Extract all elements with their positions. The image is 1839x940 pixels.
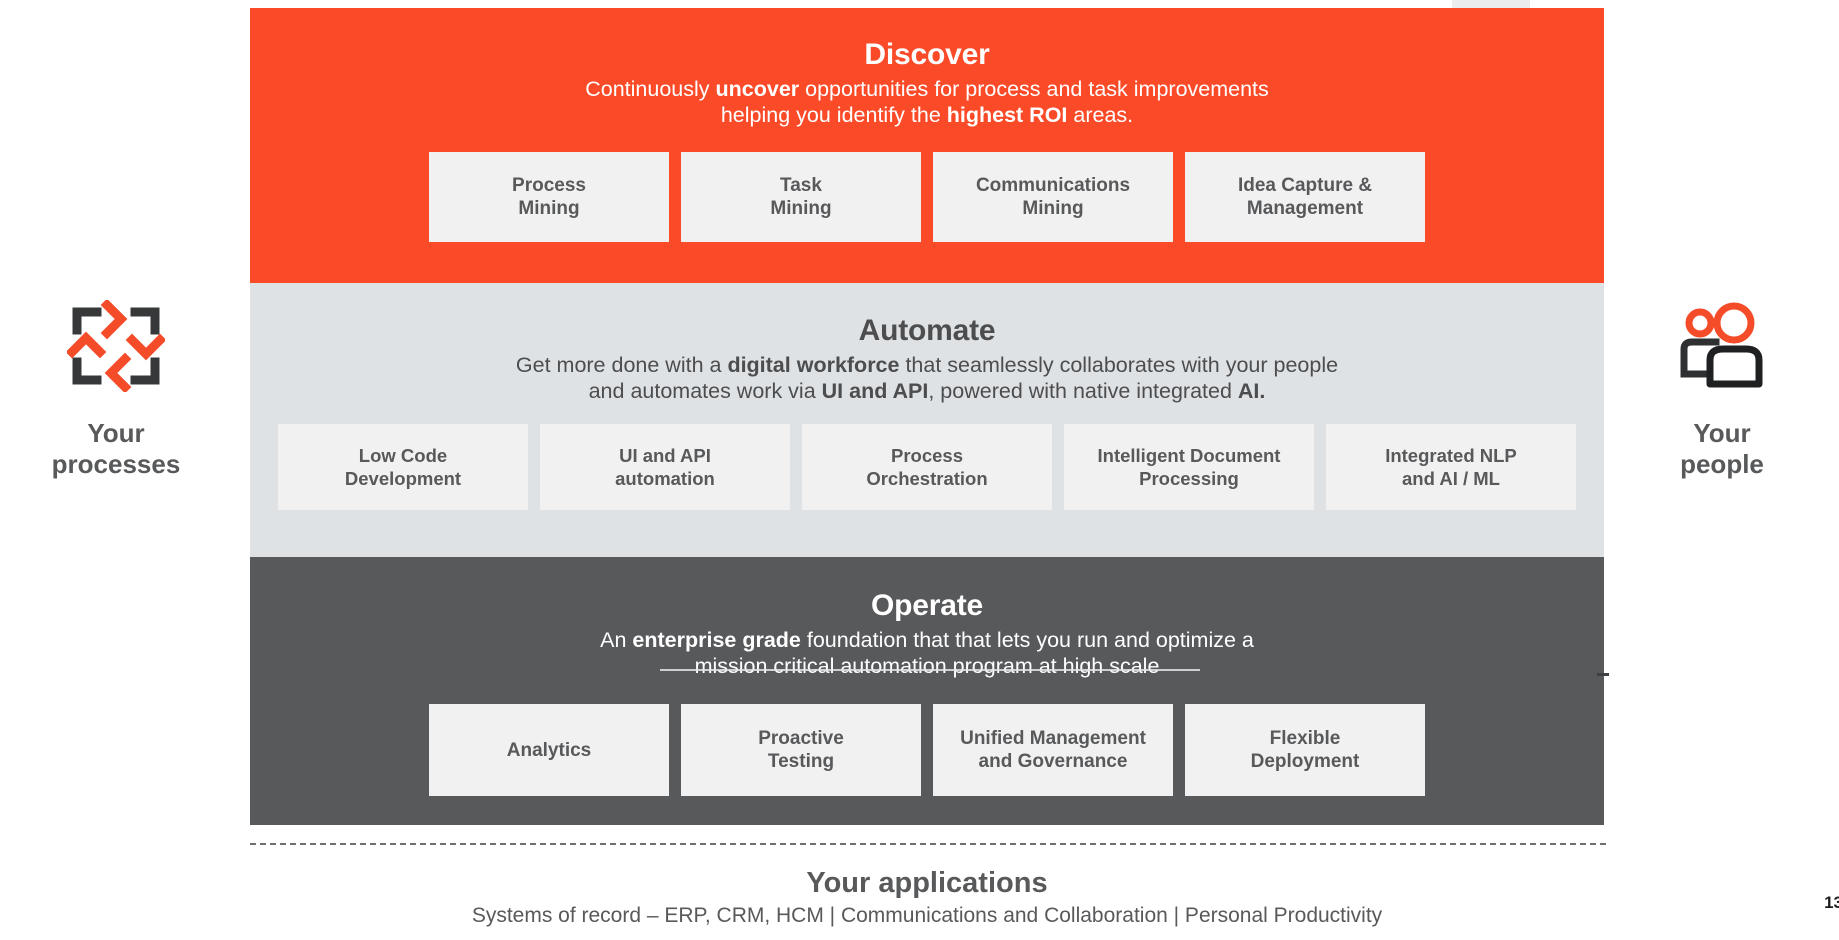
pillar-right-label-line2: people — [1680, 449, 1764, 479]
band-discover: Discover Continuously uncover opportunit… — [250, 8, 1604, 283]
capability-card[interactable]: UI and API automation — [540, 424, 790, 510]
card-line1: Task — [780, 175, 822, 196]
band-operate-desc-line2: mission critical automation program at h… — [694, 654, 1160, 678]
pillar-left-label-line1: Your — [87, 418, 145, 448]
band-discover-description: Continuously uncover opportunities for p… — [250, 76, 1604, 128]
text-emphasis: UI and API — [821, 379, 929, 403]
card-line1: Analytics — [506, 739, 592, 761]
capability-card[interactable]: Intelligent Document Processing — [1064, 424, 1314, 510]
card-line2: Deployment — [1250, 751, 1360, 772]
pillar-left-label-line2: processes — [51, 449, 181, 479]
text-fragment: helping you identify the — [720, 103, 947, 127]
people-icon — [1622, 296, 1822, 396]
card-line1: Process — [891, 445, 963, 466]
band-operate-title: Operate — [871, 589, 983, 622]
applications-subtitle: Systems of record – ERP, CRM, HCM | Comm… — [471, 904, 1383, 927]
band-discover-desc-line1: Continuously uncover opportunities for p… — [585, 77, 1269, 101]
text-fragment: areas. — [1067, 103, 1134, 127]
card-line2: Development — [344, 468, 462, 489]
band-operate-desc-line1: An enterprise grade foundation that that… — [600, 628, 1254, 652]
card-line2: and AI / ML — [1402, 468, 1500, 489]
text-emphasis: enterprise grade — [632, 628, 801, 652]
card-line2: Orchestration — [866, 468, 988, 489]
text-overlap-artifact — [660, 669, 1200, 671]
text-emphasis: highest ROI — [946, 103, 1068, 127]
text-fragment: , powered with native integrated — [928, 379, 1238, 403]
pillar-left-label: Your processes — [16, 418, 216, 480]
band-discover-title: Discover — [864, 38, 990, 71]
text-emphasis: uncover — [715, 77, 800, 101]
text-fragment: An — [600, 628, 633, 652]
text-emphasis: digital workforce — [727, 353, 900, 377]
text-fragment: foundation that that lets you run and op… — [800, 628, 1254, 652]
pillar-your-processes: Your processes — [16, 296, 216, 480]
capability-card[interactable]: Communications Mining — [933, 152, 1173, 242]
capability-card[interactable]: Idea Capture & Management — [1185, 152, 1425, 242]
text-fragment: Get more done with a — [515, 353, 728, 377]
capability-card[interactable]: Low Code Development — [278, 424, 528, 510]
card-line2: Mining — [518, 198, 580, 219]
capability-stack: Discover Continuously uncover opportunit… — [250, 8, 1604, 825]
band-discover-cards: Process Mining Task Mining Communication… — [250, 152, 1604, 242]
card-line2: Mining — [1022, 198, 1084, 219]
card-line2: automation — [615, 468, 715, 489]
card-line2: Management — [1246, 198, 1364, 219]
card-line1: UI and API — [619, 445, 711, 466]
band-operate-description: An enterprise grade foundation that that… — [250, 627, 1604, 679]
card-line2: Processing — [1139, 468, 1239, 489]
card-line1: Proactive — [758, 728, 844, 749]
pillar-right-label-line1: Your — [1693, 418, 1751, 448]
card-line1: Communications — [975, 175, 1131, 196]
band-automate-desc-line1: Get more done with a digital workforce t… — [516, 353, 1338, 377]
applications-title: Your applications — [806, 867, 1048, 899]
band-automate-description: Get more done with a digital workforce t… — [250, 352, 1604, 404]
text-fragment: opportunities for process and task impro… — [799, 77, 1269, 101]
capability-card[interactable]: Analytics — [429, 704, 669, 796]
card-line1: Integrated NLP — [1385, 445, 1517, 466]
card-line1: Flexible — [1269, 728, 1341, 749]
capability-card[interactable]: Flexible Deployment — [1185, 704, 1425, 796]
card-line1: Intelligent Document — [1097, 445, 1281, 466]
capability-card[interactable]: Unified Management and Governance — [933, 704, 1173, 796]
card-line2: Testing — [767, 751, 835, 772]
band-automate-title: Automate — [858, 314, 996, 347]
card-line1: Unified Management — [960, 728, 1146, 749]
band-automate: Automate Get more done with a digital wo… — [250, 283, 1604, 557]
text-emphasis: AI. — [1237, 379, 1266, 403]
edge-tick-artifact — [1597, 673, 1609, 676]
capability-card[interactable]: Task Mining — [681, 152, 921, 242]
band-discover-desc-line2: helping you identify the highest ROI are… — [250, 102, 1604, 128]
section-divider — [250, 843, 1606, 845]
page-number: 13 — [1824, 893, 1839, 912]
card-line2: Mining — [770, 198, 832, 219]
card-line2: and Governance — [978, 751, 1128, 772]
capability-card[interactable]: Process Orchestration — [802, 424, 1052, 510]
band-operate-cards: Analytics Proactive Testing Unified Mana… — [250, 704, 1604, 796]
capability-card[interactable]: Integrated NLP and AI / ML — [1326, 424, 1576, 510]
process-cycle-icon — [16, 296, 216, 396]
card-line1: Process — [512, 175, 586, 196]
applications-footer: Your applications Systems of record – ER… — [250, 866, 1604, 929]
capability-card[interactable]: Process Mining — [429, 152, 669, 242]
capability-card[interactable]: Proactive Testing — [681, 704, 921, 796]
card-line1: Idea Capture & — [1237, 175, 1373, 196]
band-automate-desc-line2: and automates work via UI and API, power… — [250, 378, 1604, 404]
band-operate: Operate An enterprise grade foundation t… — [250, 557, 1604, 825]
band-automate-cards: Low Code Development UI and API automati… — [250, 424, 1604, 510]
text-fragment: Continuously — [585, 77, 716, 101]
card-line1: Low Code — [358, 445, 448, 466]
text-fragment: that seamlessly collaborates with your p… — [899, 353, 1339, 377]
pillar-your-people: Your people — [1622, 296, 1822, 480]
text-fragment: and automates work via — [588, 379, 822, 403]
pillar-right-label: Your people — [1622, 418, 1822, 480]
